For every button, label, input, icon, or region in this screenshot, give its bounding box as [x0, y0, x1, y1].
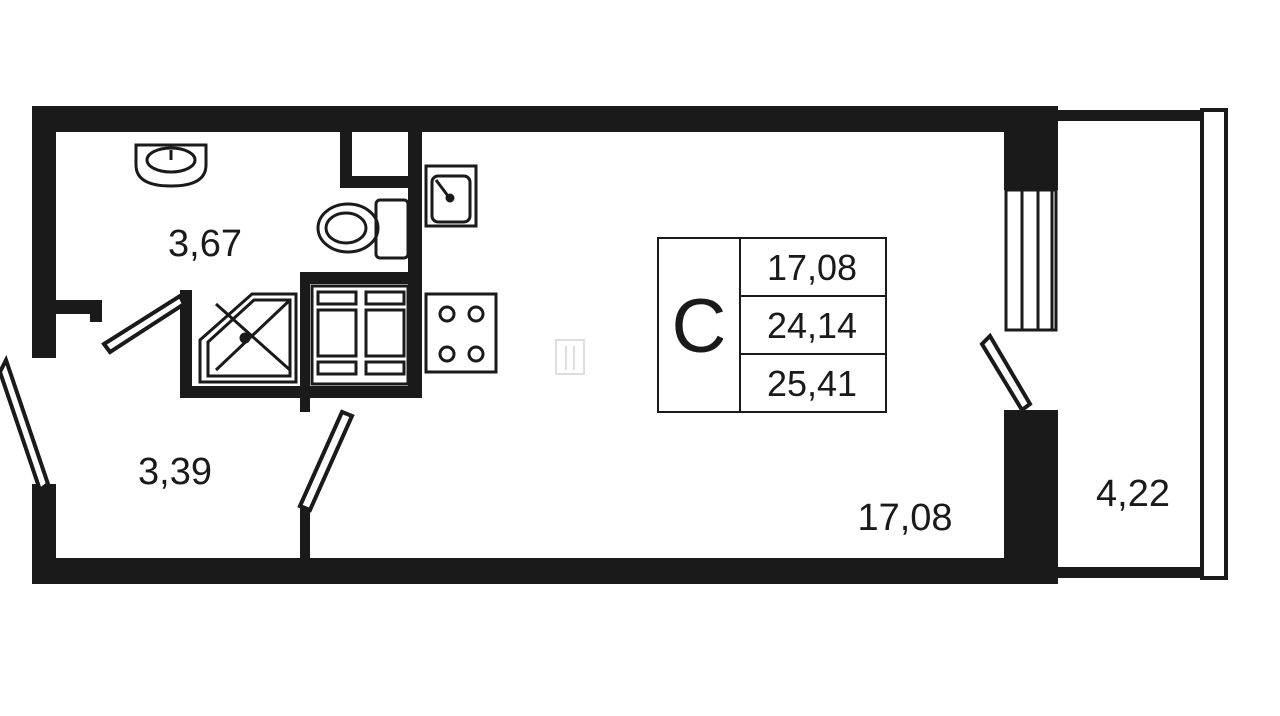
living-area-label: 17,08	[857, 497, 952, 539]
balcony-window	[1004, 188, 1058, 332]
stove-icon	[424, 292, 498, 374]
kitchen-sink-icon	[424, 164, 478, 228]
balcony-top-rail	[1058, 110, 1226, 121]
left-wall-upper	[32, 106, 56, 358]
doors	[0, 293, 355, 513]
balcony-area-label: 4,22	[1096, 473, 1170, 515]
balcony	[1058, 108, 1228, 580]
bathroom-area-label: 3,67	[168, 223, 242, 265]
watermark-logo	[555, 339, 585, 375]
bathroom-door	[101, 293, 187, 355]
cabinet-wall-left	[300, 272, 310, 398]
legend-total-area: 24,14	[767, 305, 857, 346]
balcony-outer-rail	[1200, 108, 1228, 580]
hallway-area-label: 3,39	[138, 451, 212, 493]
legend-type-letter: С	[672, 284, 727, 369]
toilet-icon	[316, 198, 410, 260]
cabinet-wall-top	[300, 272, 422, 284]
bottom-wall	[32, 558, 1058, 584]
shower-wall-left	[180, 290, 192, 398]
room-door	[297, 409, 355, 513]
legend-total-with-balcony: 25,41	[767, 363, 857, 404]
shaft-left-wall	[340, 130, 352, 186]
hallway-room-stub-lower	[300, 508, 310, 560]
right-wall-upper	[1004, 106, 1058, 190]
shaft-bottom-wall	[340, 176, 420, 188]
right-wall-lower	[1004, 410, 1058, 584]
balcony-door-leaf	[979, 332, 1033, 413]
outer-walls	[32, 106, 1058, 584]
area-legend: С 17,08 24,14 25,41	[657, 237, 887, 413]
entrance-door	[0, 354, 51, 494]
corridor-wall-stub	[90, 300, 102, 322]
legend-frame	[657, 237, 887, 413]
top-wall	[32, 106, 1058, 132]
cabinet-icon	[310, 284, 410, 386]
hallway-room-stub	[300, 398, 310, 412]
bathroom-right-wall	[408, 130, 422, 396]
legend-living-area: 17,08	[767, 247, 857, 288]
interior-walls	[56, 130, 422, 560]
shower-icon	[198, 292, 298, 384]
sink-icon	[134, 143, 208, 188]
balcony-bottom-rail	[1058, 567, 1226, 578]
left-wall-lower	[32, 484, 56, 584]
